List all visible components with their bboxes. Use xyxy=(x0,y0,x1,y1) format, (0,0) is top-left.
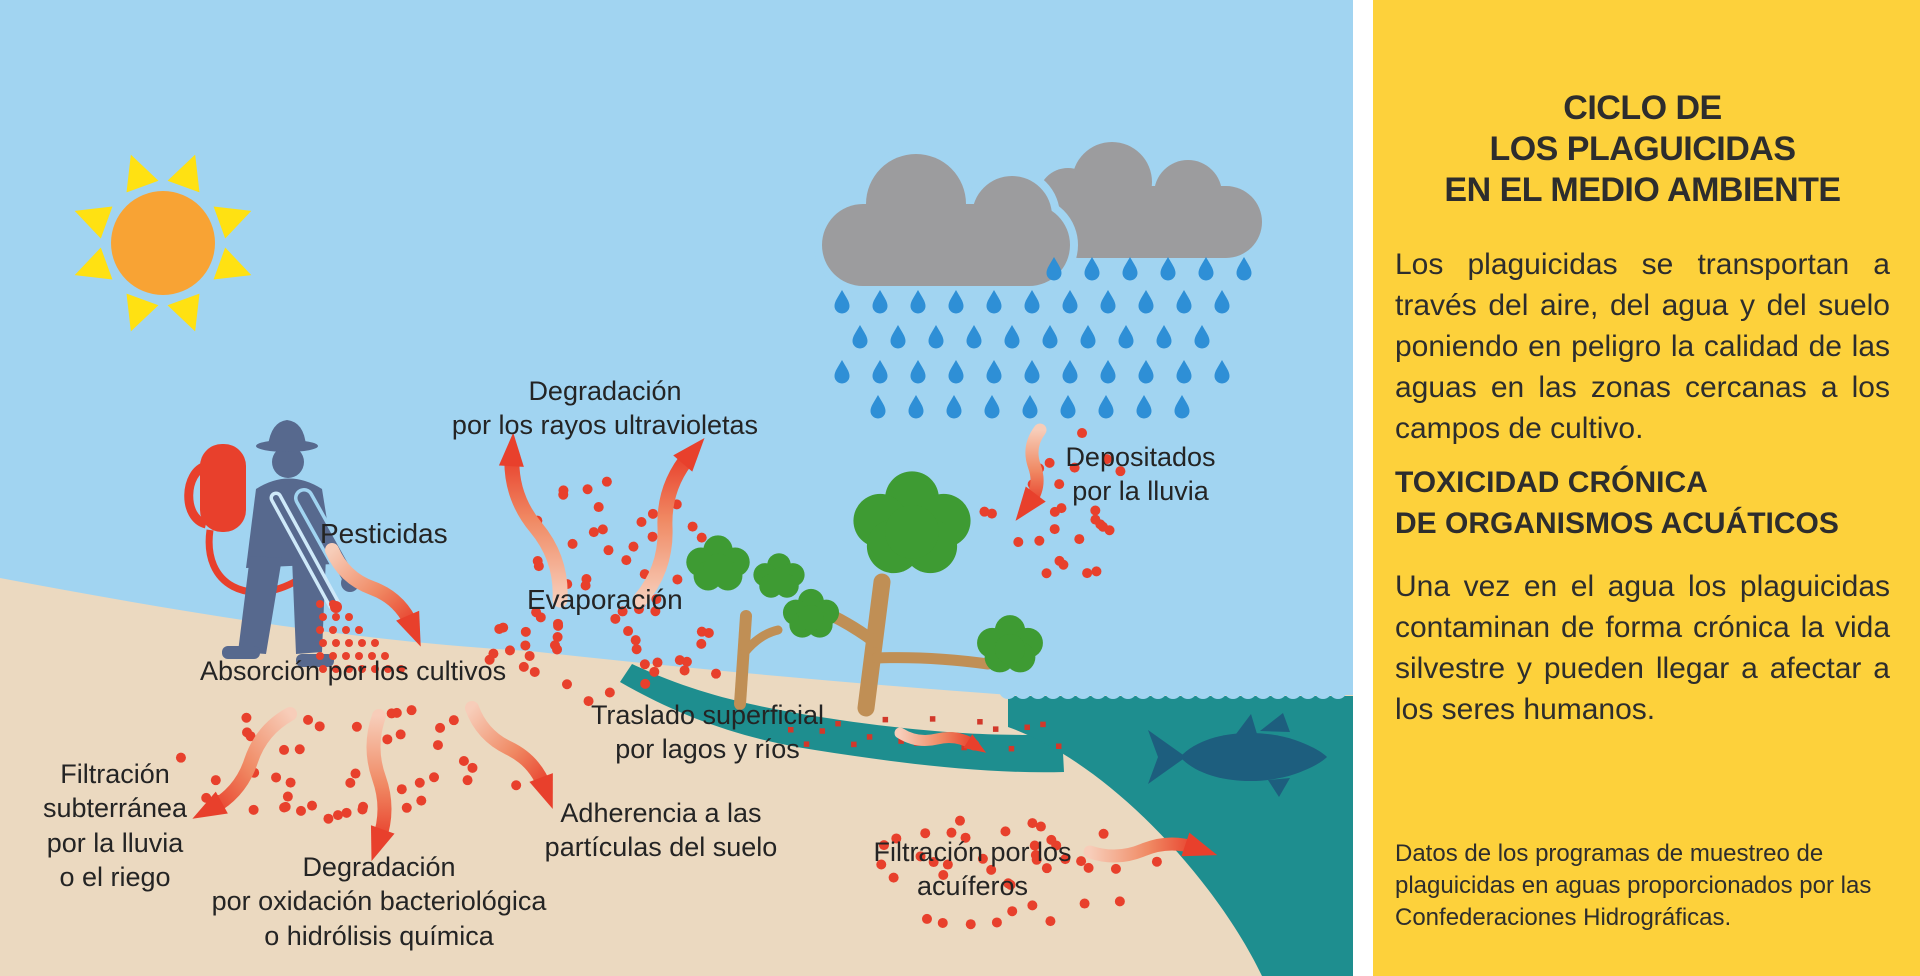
label-degradacion-uv: Degradación por los rayos ultravioletas xyxy=(451,376,759,441)
river-particles xyxy=(788,716,1062,752)
pesticide-particles xyxy=(175,428,1162,930)
label-evaporacion: Evaporación xyxy=(527,584,683,615)
rain-cloud-front-icon xyxy=(814,146,1078,294)
label-filtracion-acuiferos: Filtración por los acuíferos xyxy=(873,837,1072,902)
trees-icon xyxy=(686,471,1043,717)
panel-subheading: TOXICIDAD CRÓNICA DE ORGANISMOS ACUÁTICO… xyxy=(1395,466,1839,540)
label-degradacion-oxidacion: Degradación por oxidación bacteriológica… xyxy=(211,852,547,951)
label-pesticidas: Pesticidas xyxy=(320,518,448,549)
label-depositados-lluvia: Depositados por la lluvia xyxy=(1065,442,1216,507)
spray-particles xyxy=(316,600,405,673)
panel-paragraph-1: Los plaguicidas se transportan a través … xyxy=(1395,248,1890,445)
river xyxy=(620,664,1064,773)
sun-icon xyxy=(74,154,252,332)
label-traslado-superficial: Traslado superficial por lagos y ríos xyxy=(590,700,825,765)
fish-icon xyxy=(1148,713,1327,797)
panel-footnote: Datos de los programas de muestreo de pl… xyxy=(1395,840,1872,931)
panel-title: CICLO DE LOS PLAGUICIDAS EN EL MEDIO AMB… xyxy=(1444,89,1841,209)
scene-graphic xyxy=(0,0,1353,976)
panel-paragraph-2: Una vez en el agua los plaguicidas conta… xyxy=(1395,570,1890,726)
pesticide-cycle-illustration: Pesticidas Degradación por los rayos ult… xyxy=(0,0,1353,976)
soil xyxy=(0,578,1353,976)
wave-crests xyxy=(999,681,1347,699)
label-absorcion-cultivos: Absorción por los cultivos xyxy=(200,656,507,686)
flow-arrows xyxy=(192,423,1218,863)
info-panel: CICLO DE LOS PLAGUICIDAS EN EL MEDIO AMB… xyxy=(1373,0,1920,976)
label-filtracion-subterranea: Filtración subterránea por la lluvia o e… xyxy=(42,759,188,892)
label-adherencia-particulas: Adherencia a las partículas del suelo xyxy=(544,798,778,863)
